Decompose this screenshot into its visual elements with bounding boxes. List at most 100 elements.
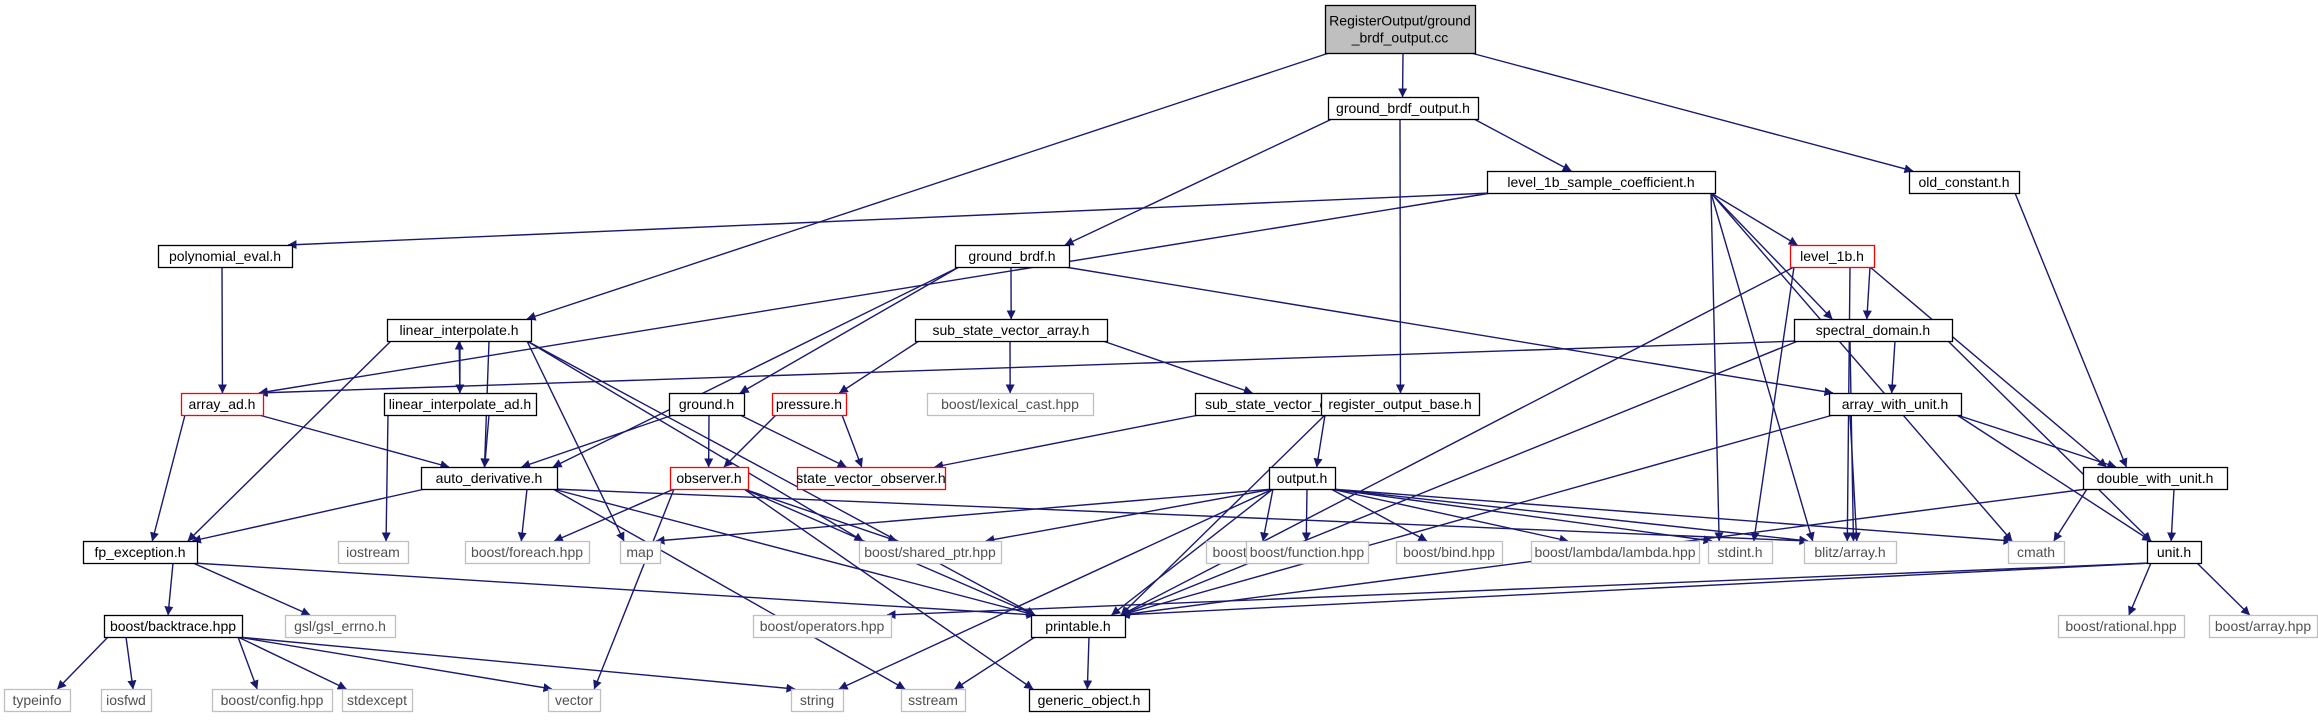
node-arrad[interactable]: array_ad.h [180,392,265,417]
node-dwu[interactable]: double_with_unit.h [2082,466,2229,491]
edge-arrad-to-fpex [150,414,186,542]
node-typeinfo[interactable]: typeinfo [3,688,72,713]
node-box [1028,688,1151,713]
edge-output-to-bsptr [985,488,1274,544]
node-box [82,540,199,565]
node-blitz[interactable]: blitz/array.h [1803,540,1898,565]
edge-output-to-cmath [1330,488,2013,545]
node-label: state_vector_observer.h [796,470,945,486]
node-bbind[interactable]: boost/bind.hpp [1395,540,1504,565]
node-barray[interactable]: boost/array.hpp [2208,614,2318,639]
node-fpex[interactable]: fp_exception.h [82,540,199,565]
node-box [464,540,591,565]
node-pressure[interactable]: pressure.h [771,392,848,417]
node-label: ground_brdf.h [968,248,1055,264]
node-stdint[interactable]: stdint.h [1707,540,1774,565]
node-linint[interactable]: linear_interpolate.h [386,318,533,343]
node-box [1030,614,1127,639]
node-autod[interactable]: auto_derivative.h [420,466,559,491]
node-genobj[interactable]: generic_object.h [1028,688,1151,713]
edge-ssva-to-ssvo [1102,340,1253,395]
node-l1b[interactable]: level_1b.h [1789,244,1876,269]
node-linintad[interactable]: linear_interpolate_ad.h [383,392,538,417]
node-poly[interactable]: polynomial_eval.h [157,244,294,269]
node-bops[interactable]: boost/operators.hpp [752,614,893,639]
node-ssva[interactable]: sub_state_vector_array.h [914,318,1109,343]
node-brational[interactable]: boost/rational.hpp [2057,614,2186,639]
edge-printable-to-sstream [954,636,1036,690]
node-label: boost/lexical_cast.hpp [941,396,1079,412]
edge-linintad-to-linint [454,340,464,394]
edge-awu-to-printable [1120,414,1834,618]
node-box [3,688,72,713]
node-stdexcept[interactable]: stdexcept [341,688,414,713]
edge-pressure-to-svo [841,414,863,468]
node-label: RegisterOutput/ground [1329,13,1471,29]
node-bconfig[interactable]: boost/config.hpp [211,688,334,713]
node-bforeach[interactable]: boost/foreach.hpp [464,540,591,565]
node-gsl[interactable]: gsl/gsl_errno.h [284,614,397,639]
node-iostream[interactable]: iostream [337,540,410,565]
node-blambda[interactable]: boost/lambda/lambda.hpp [1530,540,1701,565]
node-sstream[interactable]: sstream [900,688,967,713]
node-map[interactable]: map [619,540,662,565]
node-iosfwd[interactable]: iosfwd [100,688,153,713]
node-bsptr[interactable]: boost/shared_ptr.hpp [858,540,1003,565]
node-svo[interactable]: state_vector_observer.h [796,466,947,491]
node-box [619,540,662,565]
edge-l1sc-to-specdom [1710,192,1833,320]
edge-autod-to-blitz [552,488,1809,546]
node-label: boost/lambda/lambda.hpp [1534,544,1695,560]
node-blc[interactable]: boost/lexical_cast.hpp [926,392,1095,417]
node-bfunc[interactable]: boost/function.hpp [1245,540,1370,565]
node-box [1803,540,1898,565]
node-unit[interactable]: unit.h [2146,540,2203,565]
node-box [1530,540,1701,565]
node-string[interactable]: string [790,688,845,713]
node-box [1324,4,1477,55]
node-awu[interactable]: array_with_unit.h [1828,392,1963,417]
node-label: boost/shared_ptr.hpp [864,544,996,560]
node-label: boost/rational.hpp [2065,618,2177,634]
node-label: cmath [2017,544,2055,560]
node-box [796,466,947,491]
node-bbt[interactable]: boost/backtrace.hpp [103,614,244,639]
edge-ssvo-to-svo [934,414,1200,470]
node-gbrdf[interactable]: ground_brdf.h [954,244,1071,269]
node-label: output.h [1277,470,1328,486]
node-box [1828,392,1963,417]
edge-l1b-to-stdint [1750,266,1795,542]
edge-gbrdf-to-autod [552,266,960,468]
node-oldc[interactable]: old_constant.h [1908,170,2021,195]
node-ground[interactable]: ground.h [668,392,746,417]
node-gbo[interactable]: ground_brdf_output.h [1327,96,1480,121]
node-l1sc[interactable]: level_1b_sample_coefficient.h [1486,170,1717,195]
edge-specdom-to-unit [1947,340,2152,542]
node-label: pressure.h [776,396,842,412]
node-root[interactable]: RegisterOutput/ground_brdf_output.cc [1324,4,1477,55]
node-label: ground.h [679,396,734,412]
node-printable[interactable]: printable.h [1030,614,1127,639]
node-box [547,688,602,713]
node-observer[interactable]: observer.h [669,466,750,491]
node-box [211,688,334,713]
node-box [337,540,410,565]
node-box [771,392,848,417]
node-output[interactable]: output.h [1268,466,1337,491]
edge-l1b-to-specdom [1862,266,1872,320]
node-specdom[interactable]: spectral_domain.h [1793,318,1954,343]
edge-observer-to-bsptr [743,488,898,543]
node-box [1245,540,1370,565]
edge-gbo-to-l1sc [1473,118,1572,172]
node-box [284,614,397,639]
node-box [383,392,538,417]
node-rob[interactable]: register_output_base.h [1320,392,1481,417]
node-box [157,244,294,269]
node-vector[interactable]: vector [547,688,602,713]
node-box [100,688,153,713]
node-cmath[interactable]: cmath [2007,540,2066,565]
node-label: boost/bind.hpp [1403,544,1495,560]
node-label: generic_object.h [1038,692,1141,708]
edge-ground-to-svo [739,414,847,468]
